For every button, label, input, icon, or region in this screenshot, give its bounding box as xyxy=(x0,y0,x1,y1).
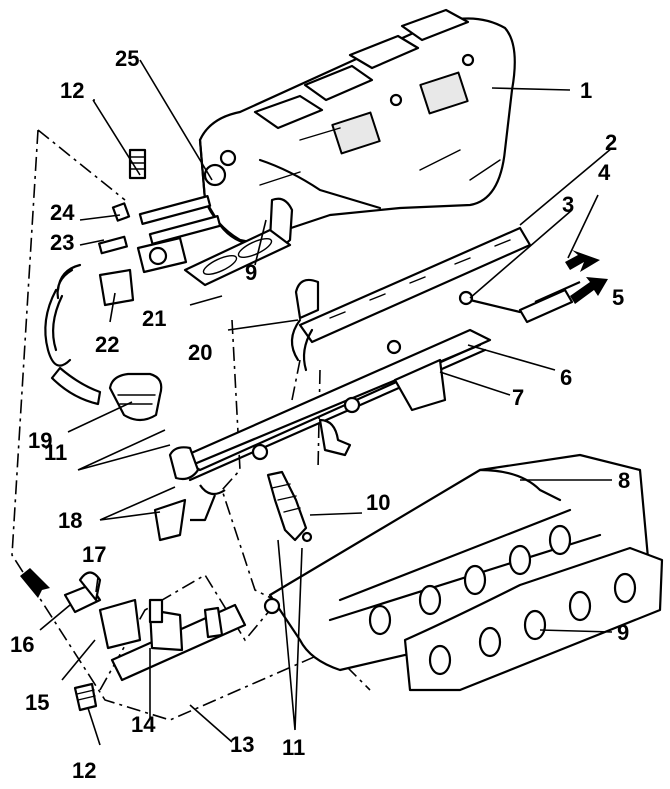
label-21: 21 xyxy=(142,306,166,331)
axis-line-injector xyxy=(221,319,276,601)
flow-arrow-in xyxy=(565,250,600,272)
label-11-left: 11 xyxy=(44,440,67,465)
stud-12-bottom xyxy=(73,682,98,712)
label-18: 18 xyxy=(58,508,82,533)
label-10: 10 xyxy=(366,490,390,515)
label-16: 16 xyxy=(10,632,34,657)
label-13: 13 xyxy=(230,732,254,757)
fuel-rail xyxy=(153,328,492,542)
label-8: 8 xyxy=(618,468,630,493)
label-7: 7 xyxy=(512,385,524,410)
label-4: 4 xyxy=(598,160,611,185)
fuel-lines-3 xyxy=(458,280,581,324)
label-24: 24 xyxy=(50,200,75,225)
callout-labels: 1 2 3 4 5 6 7 8 9 9 10 11 11 12 12 13 14… xyxy=(10,46,630,783)
label-22: 22 xyxy=(95,332,119,357)
label-9-upper: 9 xyxy=(245,260,257,285)
label-15: 15 xyxy=(25,690,49,715)
intake-plenum xyxy=(198,8,516,248)
label-19: 19 xyxy=(28,428,52,453)
axis-line-rail xyxy=(291,359,321,471)
stud-12-top xyxy=(128,148,147,180)
label-23: 23 xyxy=(50,230,74,255)
label-14: 14 xyxy=(131,712,156,737)
label-17: 17 xyxy=(82,542,106,567)
idle-valve-assembly xyxy=(20,568,247,682)
wiring-harness-2 xyxy=(290,226,532,372)
label-1: 1 xyxy=(580,78,592,103)
label-12-bottom: 12 xyxy=(72,758,96,783)
flow-arrow-out xyxy=(570,277,608,304)
manifold-ports xyxy=(368,524,572,636)
vacuum-hose xyxy=(44,263,135,406)
label-20: 20 xyxy=(188,340,212,365)
label-6: 6 xyxy=(560,365,572,390)
manifold-gasket-9 xyxy=(403,546,664,692)
label-25: 25 xyxy=(115,46,139,71)
leader-lines xyxy=(39,59,613,746)
label-9-lower: 9 xyxy=(617,620,629,645)
pressure-regulator-23-24 xyxy=(98,202,188,274)
label-12-top: 12 xyxy=(60,78,84,103)
fuel-injector-10 xyxy=(266,470,313,543)
label-11-bottom: 11 xyxy=(282,735,305,760)
check-valve-19 xyxy=(108,372,163,422)
label-2: 2 xyxy=(605,130,617,155)
label-3: 3 xyxy=(562,192,574,217)
label-5: 5 xyxy=(612,285,624,310)
